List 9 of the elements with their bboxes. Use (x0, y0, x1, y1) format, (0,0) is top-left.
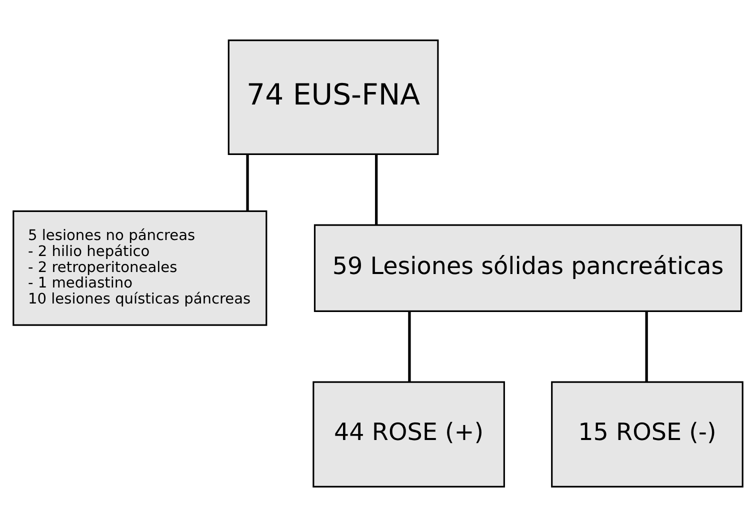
node-box: 5 lesiones no páncreas - 2 hilio hepático - 2 retroperitoneales - 1 mediastino 10 lesiones quísticas páncreas (12, 210, 268, 326)
node-box: 59 Lesiones sólidas pancreáticas (314, 224, 742, 312)
connector (645, 310, 648, 382)
node-box: 44 ROSE (+) (312, 380, 505, 487)
node-box: 74 EUS-FNA (228, 39, 439, 154)
connector (246, 154, 249, 210)
connector (408, 310, 411, 382)
connector (375, 154, 378, 224)
node-box: 15 ROSE (-) (551, 380, 744, 487)
